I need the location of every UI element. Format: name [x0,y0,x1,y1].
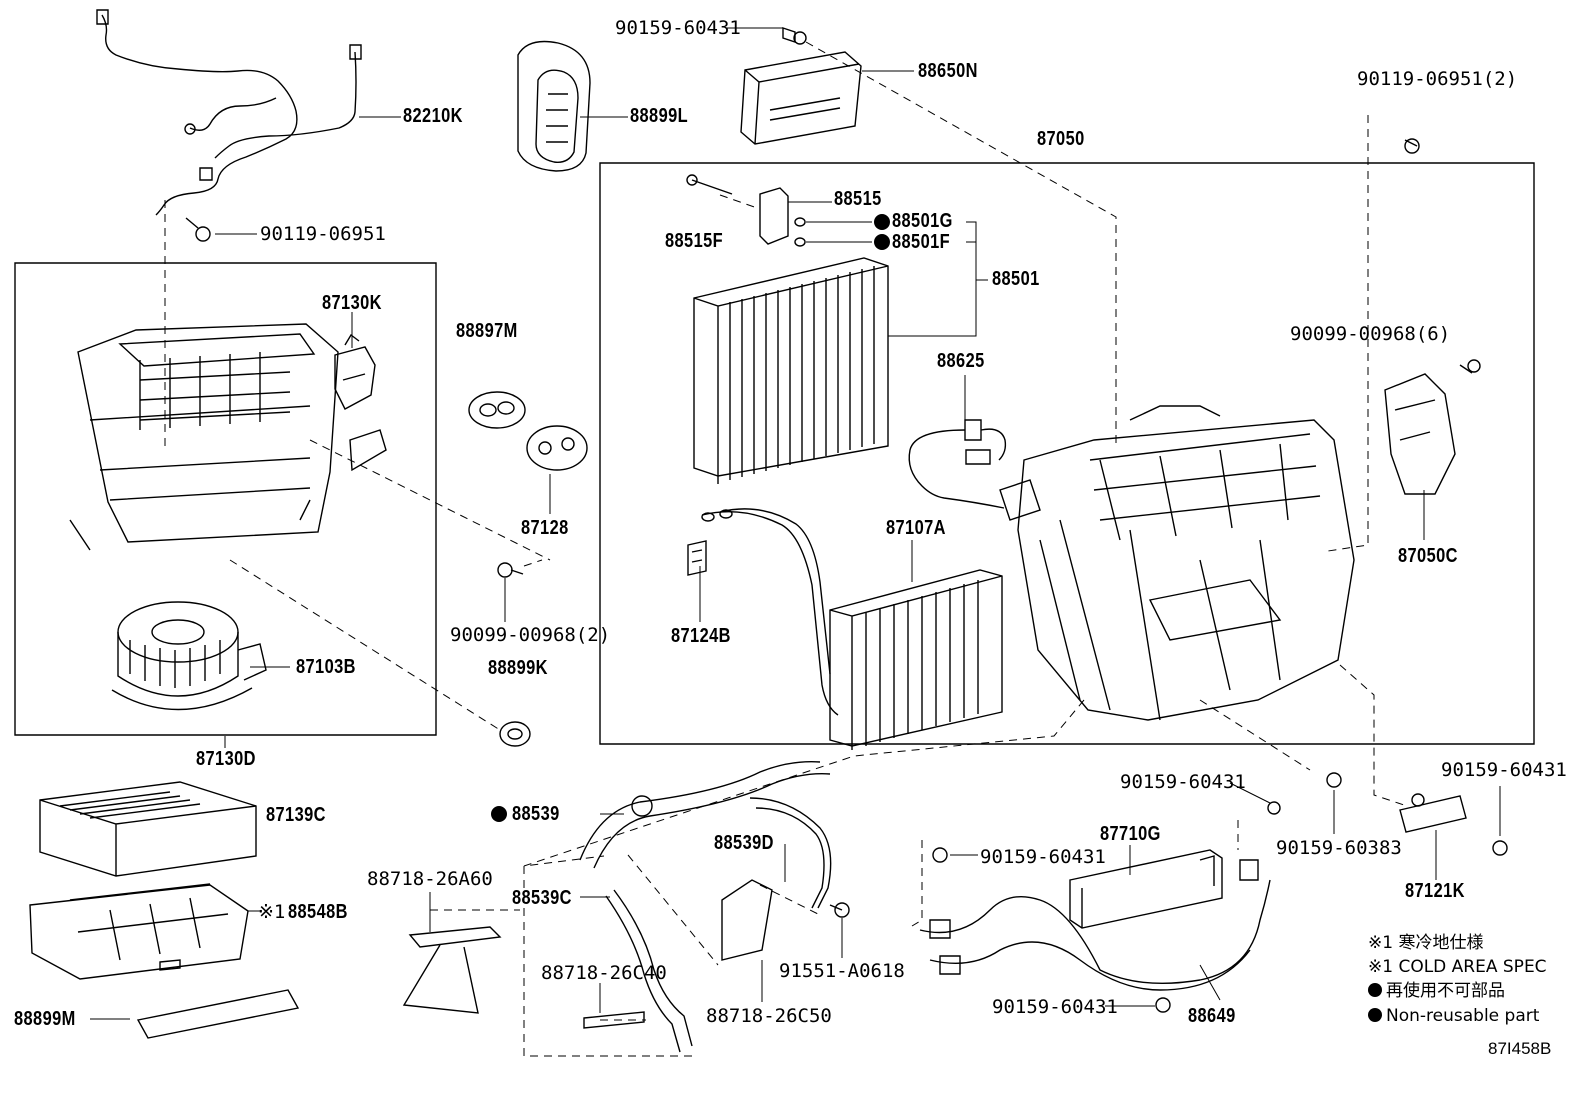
label-87050: 87050 [1037,128,1085,150]
label-90119-06951-2: 90119-06951(2) [1357,68,1518,90]
bolt-90159-60383 [1327,773,1341,787]
label-88515: 88515 [834,188,882,210]
label-88501F: 88501F [892,231,951,253]
blower-case [70,324,386,550]
label-91551-A0618: 91551-A0618 [779,960,905,982]
grommet-88899K [500,722,530,746]
pipe-88539C [606,890,692,1052]
pipe-88539D [750,798,831,908]
label-88501G: 88501G [892,210,953,232]
label-88548B-mark: ※1 [258,901,286,923]
label-90159-60431-bottom: 90159-60431 [992,996,1118,1018]
label-90119-06951: 90119-06951 [260,223,386,245]
bolt-90159-top [783,28,806,44]
servo-87130K [335,335,375,409]
ecu-88650N [741,52,861,144]
bolt-90119-left [186,218,210,241]
evaporator-88501 [694,258,888,484]
bracket-88718-26C50 [722,880,772,960]
box-87050 [600,163,1534,744]
heater-core-87107A [702,509,1002,750]
label-88539: 88539 [512,803,560,825]
legend-nonreusable-en-text: Non-reusable part [1386,1006,1540,1026]
label-88650N: 88650N [918,60,978,82]
label-88899K: 88899K [488,657,548,679]
label-88539C: 88539C [512,887,572,909]
clip-87124B [688,541,706,575]
duct-88539 [580,762,830,868]
blower-motor-87103B [112,602,266,710]
label-87124B: 87124B [671,625,731,647]
sensor-88625 [909,420,1005,508]
label-88897M: 88897M [456,320,518,342]
filter-case-88548B [30,884,248,979]
heater-87710G [1070,850,1222,928]
label-88718-26C50: 88718-26C50 [706,1005,832,1027]
label-90159-60431-top: 90159-60431 [615,17,741,39]
figure-reference: 87I458B [1488,1039,1552,1058]
legend-dot-icon [1368,1008,1382,1022]
nonreusable-dot-88501G [874,214,890,230]
screw-90099-mid [498,563,523,577]
label-88548B: 88548B [288,901,348,923]
label-87121K: 87121K [1405,880,1465,902]
legend-dot-icon [1368,983,1382,997]
label-88515F: 88515F [665,230,724,252]
label-87139C: 87139C [266,804,326,826]
legend-nonreusable-jp-text: 再使用不可部品 [1386,981,1505,1001]
label-87710G: 87710G [1100,823,1161,845]
label-87103B: 87103B [296,656,356,678]
wire-harness-82210K [97,10,361,215]
label-88649: 88649 [1188,1005,1236,1027]
label-87050C: 87050C [1398,545,1458,567]
label-90159-60431-br1: 90159-60431 [1120,771,1246,793]
legend-cold-area-en: ※1 COLD AREA SPEC [1368,957,1547,977]
bracket-87121K [1400,794,1466,832]
label-90159-60431-br2: 90159-60431 [1441,759,1567,781]
seal-88899L [518,42,590,172]
label-90159-60431-mid: 90159-60431 [980,846,1106,868]
label-88501: 88501 [992,268,1040,290]
label-87107A: 87107A [886,517,946,539]
label-88718-26C40: 88718-26C40 [541,962,667,984]
label-88539D: 88539D [714,832,774,854]
label-88899M: 88899M [14,1008,76,1030]
expansion-valve-88515 [687,175,805,246]
bracket-88718-26A60 [404,927,500,1013]
label-87128: 87128 [521,517,569,539]
plate-87128 [527,426,587,470]
label-90099-00968-6: 90099-00968(6) [1290,323,1451,345]
legend-nonreusable-en: Non-reusable part [1368,1005,1539,1027]
bolt-90159-left [933,848,947,862]
grommet-88897M [469,392,525,428]
nonreusable-dot-88539 [491,806,507,822]
hvac-unit-87050 [1000,406,1354,720]
actuator-87050C [1385,139,1480,494]
label-88625: 88625 [937,350,985,372]
legend-cold-area-jp: ※1 寒冷地仕様 [1368,933,1484,953]
label-90099-00968-2: 90099-00968(2) [450,624,611,646]
bolt-90159-mid [1268,802,1280,814]
screw-91551 [830,903,849,917]
label-88899L: 88899L [630,105,689,127]
bracket-88718-26C40 [584,1012,644,1028]
label-87130K: 87130K [322,292,382,314]
bolt-90159-bottom [1156,998,1170,1012]
label-82210K: 82210K [403,105,463,127]
filter-87139C [40,782,256,876]
bolt-90159-right [1493,841,1507,855]
seal-88899M [138,990,298,1038]
box-87130D [15,263,436,735]
label-88718-26A60: 88718-26A60 [367,868,493,890]
label-87130D: 87130D [196,748,256,770]
nonreusable-dot-88501F [874,234,890,250]
label-90159-60383: 90159-60383 [1276,837,1402,859]
harness-88649 [920,860,1270,990]
legend-nonreusable-jp: 再使用不可部品 [1368,980,1505,1002]
